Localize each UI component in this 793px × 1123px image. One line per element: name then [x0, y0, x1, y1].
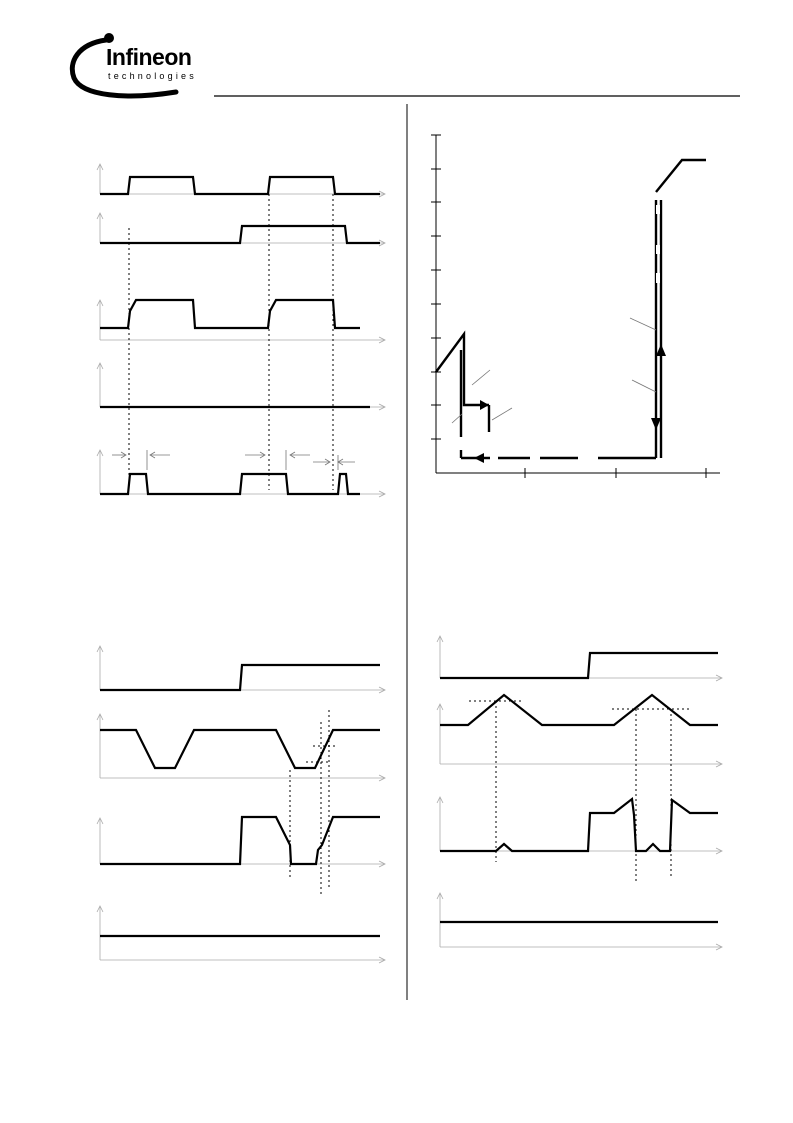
traces: [100, 663, 380, 938]
axes: [96, 163, 386, 498]
traces: [100, 175, 380, 496]
reference-lines: [289, 710, 335, 897]
curve-arrows: [474, 344, 666, 463]
timing-diagram-top-left: [96, 163, 386, 498]
dimension-arrows: [112, 450, 355, 470]
axes: [96, 645, 386, 964]
leader-lines: [451, 317, 657, 424]
reference-lines: [128, 194, 334, 490]
curves: [435, 158, 706, 460]
logo-brand-name: Infineon: [106, 44, 192, 70]
y-ticks: [431, 134, 441, 440]
infineon-logo: Infineon technologies: [66, 28, 216, 102]
x-ticks: [524, 468, 707, 478]
characteristic-curve-top-right: [431, 134, 720, 478]
logo-swoosh-icon: [69, 33, 179, 99]
timing-diagram-bottom-left: [96, 645, 386, 964]
reference-lines: [469, 700, 690, 882]
logo-brand-subtitle: technologies: [108, 71, 197, 81]
traces: [440, 651, 718, 924]
timing-diagram-bottom-right: [436, 635, 723, 951]
axes: [436, 635, 723, 951]
